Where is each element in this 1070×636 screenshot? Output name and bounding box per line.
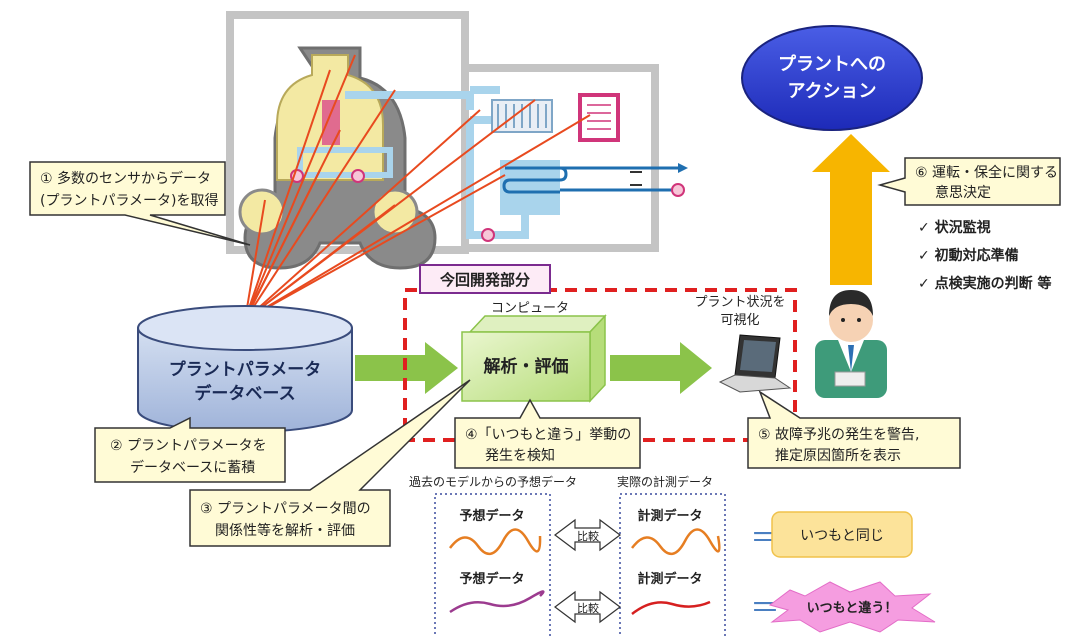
generator-lines [587,104,611,130]
result-same: いつもと同じ [771,511,913,558]
fuel-rods [322,100,340,145]
decision-callout-line-1: ⑥ 運転・保全に関する [915,164,1058,181]
database-callout-line-1: ② プラントパラメータを [110,438,267,454]
laptop-icon [718,334,792,393]
predicted-label-1: 予想データ [459,508,524,524]
sensor-callout-line-2: (プラントパラメータ)を取得 [40,192,219,209]
compare-arrow-2: 比較 [554,590,621,624]
warn-callout: ⑤ 故障予兆の発生を警告, 推定原因箇所を表示 [747,390,961,469]
analysis-callout-line-1: ③ プラントパラメータ間の [200,501,371,517]
cube-label: 解析・評価 [484,356,569,377]
action-oval: プラントへの アクション [741,25,923,131]
database-label-line-1: プラントパラメータ [169,359,322,380]
action-oval-line-2: アクション [787,81,876,102]
visualize-label-line-1: プラント状況を [694,295,785,310]
result-diff: いつもと違う！ [768,581,936,633]
steam-generator-right [371,188,419,236]
compare-label-2: 比較 [577,601,599,615]
return-pipe [466,120,529,239]
loop-pipe [297,147,393,178]
dev-area-border [403,288,797,442]
plant-illustration [226,11,688,270]
flow-arrow-small [630,171,642,186]
checklist-item-1: ✓ 状況監視 [918,219,991,236]
flow-arrow-analysis-to-display [610,342,712,394]
condenser-coil [502,166,568,194]
sensor-lines [244,54,591,321]
database-label-line-2: データベース [194,383,295,404]
action-up-arrow [812,134,890,285]
dev-area-label: 今回開発部分 [439,271,530,289]
measured-wave-1 [631,528,721,555]
measured-label-1: 計測データ [637,508,702,524]
turbine-blades [497,104,547,128]
sensor-callout: ① 多数のセンサからデータ (プラントパラメータ)を取得 [29,161,251,246]
decision-callout: ⑥ 運転・保全に関する 意思決定 [877,157,1061,206]
pump-4 [671,183,685,197]
compare-arrow-1: 比較 [554,518,621,552]
measured-header: 実際の計測データ [617,474,713,489]
predicted-label-2: 予想データ [459,571,524,587]
dev-area-tag: 今回開発部分 [419,264,551,294]
checklist-item-3: ✓ 点検実施の判断 等 [918,275,1051,292]
database-callout-line-2: データベースに蓄積 [130,459,255,476]
compare-label-1: 比較 [577,529,599,543]
detect-callout-line-2: 発生を検知 [485,447,555,464]
decision-callout-line-2: 意思決定 [935,184,991,201]
measured-label-2: 計測データ [637,571,702,587]
pump-2 [351,169,365,183]
visualize-label-line-2: 可視化 [720,313,759,328]
result-same-label: いつもと同じ [800,528,884,544]
database-callout: ② プラントパラメータを データベースに蓄積 [94,416,286,483]
computer-label: コンピュータ [491,301,569,316]
analysis-cube: 解析・評価 [461,314,607,403]
checklist-item-2: ✓ 初動対応準備 [918,247,1019,264]
analysis-callout: ③ プラントパラメータ間の 関係性等を解析・評価 [189,379,471,547]
cooling-arrowhead-out [678,163,688,173]
detect-callout: ④「いつもと違う」挙動の 発生を検知 [454,398,641,469]
result-diff-label: いつもと違う！ [807,600,898,616]
predicted-wave-1 [449,528,542,555]
measured-wave-2 [631,600,711,615]
turbine-building [461,64,659,252]
detect-callout-line-1: ④「いつもと違う」挙動の [465,427,631,443]
cooling-water-arrows [560,166,678,192]
generator [578,93,620,142]
action-oval-line-1: プラントへの [778,53,886,75]
predicted-header: 過去のモデルからの予想データ [409,474,577,489]
parameter-database: プラントパラメータ データベース [137,305,353,433]
pump-3 [481,228,495,242]
analysis-callout-line-2: 関係性等を解析・評価 [215,522,355,539]
warn-callout-line-1: ⑤ 故障予兆の発生を警告, [758,427,919,443]
warn-callout-line-2: 推定原因箇所を表示 [775,447,901,464]
sensor-callout-line-1: ① 多数のセンサからデータ [40,170,211,187]
predicted-wave-2 [449,590,545,614]
operator-avatar [815,290,887,398]
